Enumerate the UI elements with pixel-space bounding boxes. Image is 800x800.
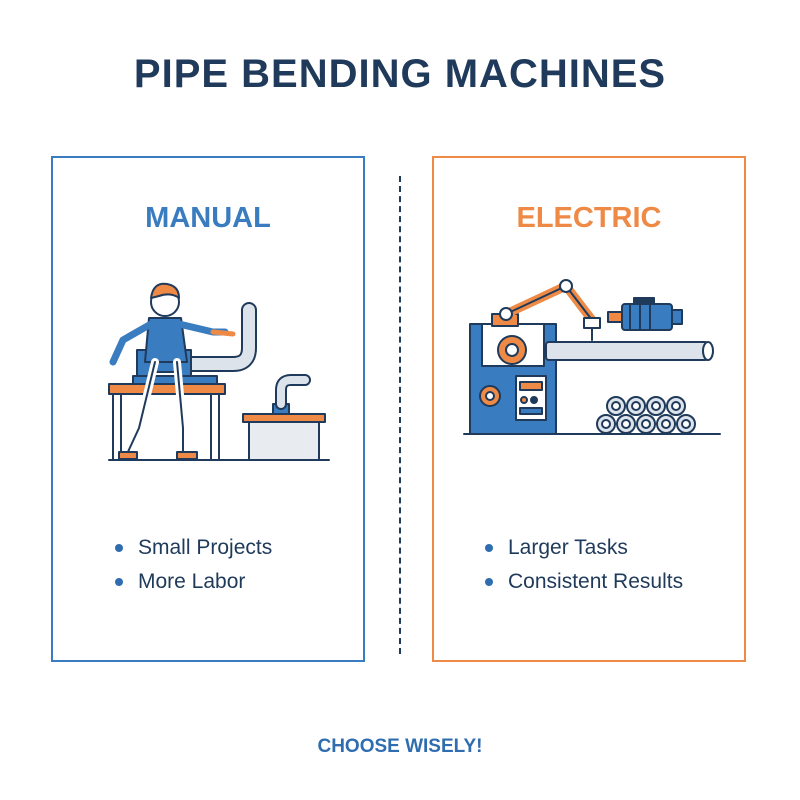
bullet-text: Consistent Results <box>508 570 684 593</box>
bullet-text: More Labor <box>138 570 246 593</box>
list-item: Small Projects <box>53 536 363 570</box>
bullet-text: Small Projects <box>138 536 273 559</box>
manual-bullet-list: Small Projects More Labor <box>53 536 363 604</box>
footer-tagline: CHOOSE WISELY! <box>317 736 483 757</box>
bullet-dot-icon <box>115 578 123 586</box>
electric-heading: ELECTRIC <box>516 202 662 234</box>
dashed-divider <box>399 176 401 654</box>
manual-bender-illustration-icon <box>108 282 330 461</box>
electric-bender-illustration-icon <box>463 279 721 435</box>
bullet-dot-icon <box>115 544 123 552</box>
page-title: PIPE BENDING MACHINES <box>133 52 667 96</box>
bullet-dot-icon <box>485 578 493 586</box>
list-item: More Labor <box>53 570 363 604</box>
list-item: Larger Tasks <box>434 536 744 570</box>
electric-panel: ELECTRIC <box>432 156 746 662</box>
bullet-text: Larger Tasks <box>508 536 628 559</box>
manual-heading: MANUAL <box>145 202 271 234</box>
bullet-dot-icon <box>485 544 493 552</box>
manual-panel: MANUAL <box>51 156 365 662</box>
list-item: Consistent Results <box>434 570 744 604</box>
electric-bullet-list: Larger Tasks Consistent Results <box>434 536 744 604</box>
